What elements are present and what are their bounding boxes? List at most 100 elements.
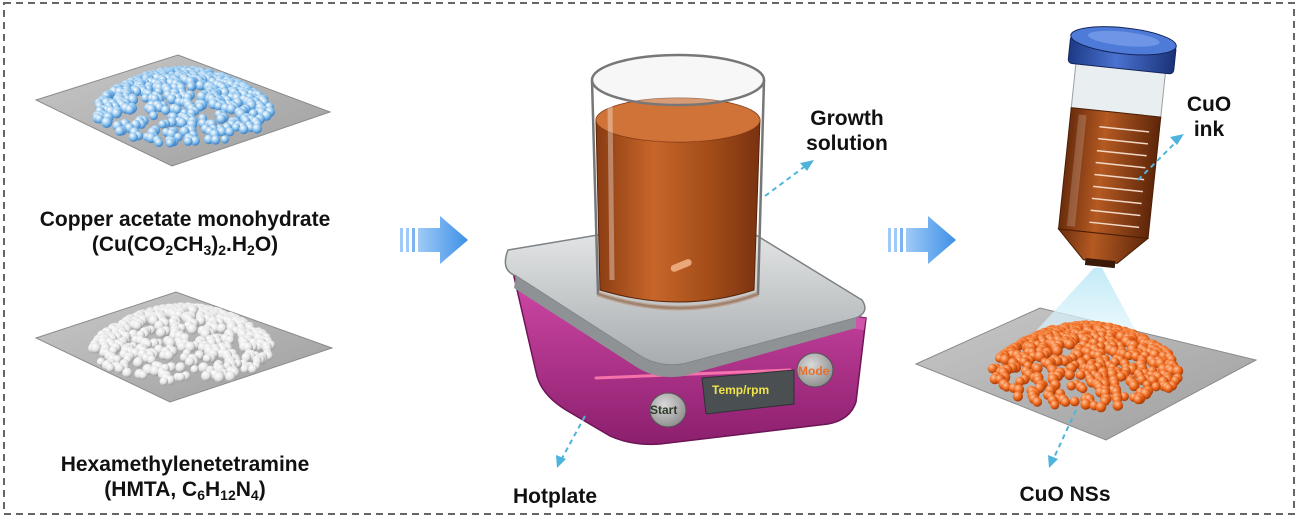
hotplate-pointer xyxy=(559,415,586,463)
particle xyxy=(141,93,150,103)
growth-solution-pointer xyxy=(764,163,809,197)
particle xyxy=(177,117,187,128)
particle xyxy=(1075,370,1086,380)
cuo-nss-pointer xyxy=(1051,409,1077,463)
particle xyxy=(114,363,125,374)
growth-solution-line2: solution xyxy=(806,132,888,155)
cuo-nanostructure-particles xyxy=(987,320,1184,413)
centrifuge-tube-with-cuo-ink xyxy=(1057,26,1177,269)
particle xyxy=(217,127,227,137)
particle xyxy=(1032,397,1043,407)
particle xyxy=(176,372,186,382)
particle xyxy=(166,94,177,105)
particle xyxy=(1066,381,1077,391)
particle xyxy=(1060,356,1070,366)
particle xyxy=(158,120,167,129)
display-readout: Temp/rpm xyxy=(712,383,770,397)
process-arrow-1 xyxy=(400,216,468,264)
particle xyxy=(1151,382,1161,392)
particle xyxy=(231,123,241,132)
particle xyxy=(239,124,249,135)
particle xyxy=(1064,369,1075,381)
particle xyxy=(1133,395,1143,405)
particle xyxy=(111,108,122,119)
cuo-ink-label: CuO ink xyxy=(1174,92,1244,142)
hotplate-label: Hotplate xyxy=(513,485,597,508)
mode-knob xyxy=(796,352,834,388)
particle xyxy=(1050,400,1060,410)
particle xyxy=(987,363,998,374)
particle xyxy=(1164,383,1174,393)
particle xyxy=(115,126,125,136)
particle xyxy=(190,365,199,374)
particle xyxy=(101,117,113,128)
particle xyxy=(220,135,230,144)
particle xyxy=(202,354,212,363)
particle xyxy=(248,364,258,374)
particle xyxy=(252,123,262,134)
growth-solution-line1: Growth xyxy=(810,107,884,130)
hmta-particles xyxy=(88,302,276,386)
particle xyxy=(106,363,115,373)
process-arrow-2 xyxy=(888,216,956,264)
mode-button-label: Mode xyxy=(798,364,830,378)
particle xyxy=(175,362,186,373)
particle xyxy=(1172,365,1184,377)
particle xyxy=(1064,339,1075,350)
particle xyxy=(177,341,188,352)
start-knob xyxy=(649,392,687,428)
hmta-label: Hexamethylenetetramine (HMTA, C6H12N4) xyxy=(30,452,340,502)
particle xyxy=(1078,384,1088,394)
copper-acetate-label: Copper acetate monohydrate (Cu(CO2CH3)2.… xyxy=(20,207,350,257)
copper-acetate-name: Copper acetate monohydrate xyxy=(39,208,331,231)
particle xyxy=(190,136,200,146)
particle xyxy=(196,91,208,102)
particle xyxy=(138,370,148,380)
particle xyxy=(159,377,169,386)
particle xyxy=(1069,396,1080,407)
particle xyxy=(128,132,138,142)
copper-acetate-formula: (Cu(CO2CH3)2.H2O) xyxy=(91,233,279,258)
particle xyxy=(183,136,193,146)
particle xyxy=(216,114,227,124)
particle xyxy=(149,111,158,121)
particle xyxy=(184,357,195,367)
particle xyxy=(201,370,212,382)
particle xyxy=(1032,363,1043,374)
particle xyxy=(1012,391,1024,402)
particle xyxy=(156,327,167,338)
particle xyxy=(133,357,144,368)
particle xyxy=(1060,397,1071,407)
particle xyxy=(132,320,143,331)
particle xyxy=(163,350,174,361)
cuo-ink-pointer xyxy=(1137,139,1179,181)
particle xyxy=(216,323,227,334)
particle xyxy=(1113,401,1124,411)
particle xyxy=(225,371,236,382)
start-button-label: Start xyxy=(650,403,678,417)
particle xyxy=(225,127,235,137)
cuo-ink-line2: ink xyxy=(1193,118,1225,141)
beaker-with-growth-solution xyxy=(590,53,766,311)
particle xyxy=(187,82,196,92)
particle xyxy=(161,105,171,115)
display-panel xyxy=(701,369,795,415)
cuo-ink-line1: CuO xyxy=(1186,93,1232,116)
particle xyxy=(226,104,237,115)
particle xyxy=(1015,376,1025,387)
particle xyxy=(165,138,175,148)
particle xyxy=(1128,380,1140,392)
particle xyxy=(240,364,250,374)
particle xyxy=(125,105,135,115)
growth-solution-label: Growth solution xyxy=(792,106,902,156)
particle xyxy=(154,138,164,147)
particle xyxy=(122,367,133,378)
particle xyxy=(187,324,198,335)
particle xyxy=(203,134,214,145)
hmta-name: Hexamethylenetetramine xyxy=(60,453,310,476)
pointer-arrowheads xyxy=(556,134,1184,468)
pointer-arrows xyxy=(559,139,1179,463)
particle xyxy=(213,372,225,383)
